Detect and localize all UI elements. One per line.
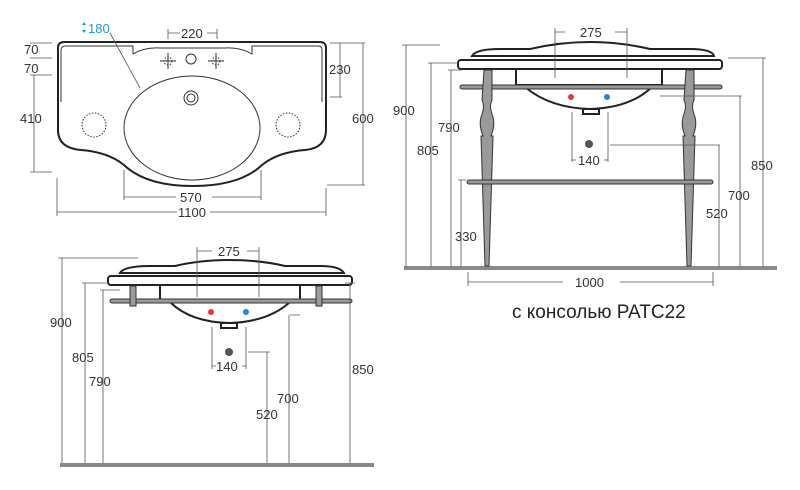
cold-water-icon <box>243 309 249 315</box>
dim-faucet-height: 180 <box>88 21 110 36</box>
leg-left <box>479 69 495 267</box>
dim-wall-tap-spacing: 275 <box>218 244 240 259</box>
drain-icon <box>183 90 199 106</box>
floor <box>404 266 777 270</box>
waste-outlet-icon <box>225 348 233 356</box>
dim-wall-drain-spacing: 140 <box>216 359 238 374</box>
dim-total-width: 1100 <box>178 205 206 220</box>
hot-water-icon <box>568 94 574 100</box>
dim-console-tap-spacing: 275 <box>580 25 602 40</box>
dim-console-top-height: 850 <box>751 158 773 173</box>
dim-bowl-width: 570 <box>180 190 202 205</box>
dim-wall-waste-height: 520 <box>256 407 278 422</box>
dim-tap-to-drain: 230 <box>329 62 351 77</box>
shelf-rail <box>466 179 714 185</box>
plan-view: 180 220 70 70 410 230 600 570 1100 <box>20 21 374 220</box>
countertop <box>457 59 723 70</box>
towel-rail-top <box>459 84 723 90</box>
dim-console-waste-height: 520 <box>706 206 728 221</box>
front-view-console: 275 900 805 790 330 140 520 700 850 1000… <box>393 25 777 323</box>
dim-rim-depth-1: 70 <box>24 42 38 57</box>
dim-console-height-frame: 790 <box>438 120 460 135</box>
dim-wall-height-rim: 805 <box>72 350 94 365</box>
dim-wall-height-total: 900 <box>50 315 72 330</box>
towel-rail <box>109 298 353 304</box>
floor <box>60 463 374 467</box>
front-view-wall: 275 900 805 790 140 520 700 850 <box>50 244 374 467</box>
basin-bowl <box>123 75 261 181</box>
console-caption: с консолью PATC22 <box>512 302 686 323</box>
dim-console-leg-spacing: 1000 <box>575 275 604 290</box>
dim-wall-supply-height: 700 <box>277 391 299 406</box>
tap-cross-right-icon <box>208 53 224 69</box>
soap-dish-right <box>275 112 301 138</box>
dim-console-drain-spacing: 140 <box>578 153 600 168</box>
tap-hole-icon <box>185 53 197 65</box>
dim-console-supply-height: 700 <box>728 188 750 203</box>
dim-total-depth: 600 <box>352 111 374 126</box>
faucet-height-arrow-icon <box>82 22 86 33</box>
washbasin-outline <box>57 41 327 188</box>
dim-wall-height-frame: 790 <box>89 374 111 389</box>
dim-console-height-total: 900 <box>393 103 415 118</box>
dim-basin-depth: 410 <box>20 111 42 126</box>
countertop <box>107 275 353 286</box>
cold-water-icon <box>604 94 610 100</box>
hot-water-icon <box>208 309 214 315</box>
tap-cross-left-icon <box>160 53 176 69</box>
rim-inner <box>60 45 323 102</box>
leg-right <box>681 69 697 267</box>
dim-wall-top-height: 850 <box>352 362 374 377</box>
dim-console-shelf-height: 330 <box>455 229 477 244</box>
waste-outlet-icon <box>585 140 593 148</box>
dim-console-height-rim: 805 <box>417 143 439 158</box>
soap-dish-left <box>81 112 107 138</box>
dim-tap-spacing: 220 <box>181 26 203 41</box>
dim-rim-depth-2: 70 <box>24 61 38 76</box>
